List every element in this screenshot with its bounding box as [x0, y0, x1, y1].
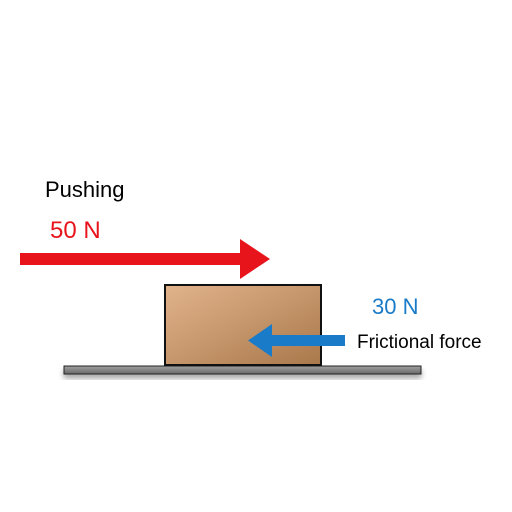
push-label: Pushing [45, 177, 125, 202]
ground-surface [63, 365, 422, 375]
box [164, 284, 322, 366]
push-arrow [20, 239, 270, 279]
friction-value: 30 N [372, 294, 419, 319]
friction-arrow [248, 324, 345, 357]
push-value: 50 N [50, 217, 101, 244]
friction-label: Frictional force [357, 332, 482, 353]
